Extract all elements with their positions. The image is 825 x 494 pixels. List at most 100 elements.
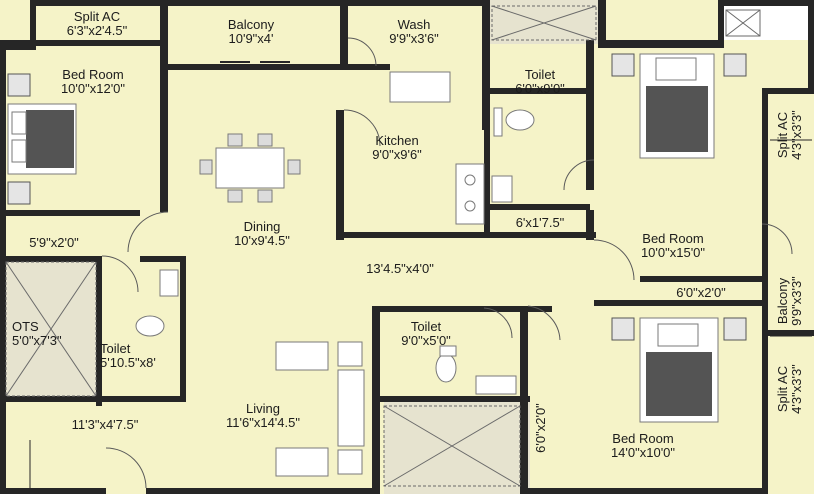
wall-balcony-right [340,0,348,70]
room-dimension: 9'9"x3'3" [789,276,804,326]
room-dimension: 5'10.5"x8' [100,355,156,370]
wall-ots-right [96,256,102,406]
living-sofas [275,341,365,477]
room-name: Toilet [410,319,442,334]
room-dimension: 13'4.5"x4'0" [366,261,434,276]
label-split-ac-right2: Split AC 4'3"x3'3" [775,344,806,434]
wall-toilet-mid-top [372,306,552,312]
room-name: Balcony [227,17,275,32]
kitchen-counter [389,71,513,225]
duct-top [488,0,598,44]
bed-right-bottom [611,317,747,423]
wall-bed-top [598,40,722,48]
wall-ledge-right-top [640,276,764,282]
room-dimension: 6'x1'7.5" [515,215,565,230]
wall-bed-bottom-top [594,300,764,306]
wall-toilet-left-top [140,256,186,262]
wall-passage-top [490,204,590,210]
wall-balcony-door [762,196,768,224]
room-name: Toilet [524,67,556,82]
label-dining: Dining 10'x9'4.5" [212,220,312,248]
label-bed-right-bottom: Bed Room 14'0"x10'0" [588,432,698,460]
room-dimension: 5'0"x7'3" [12,333,62,348]
room-dimension: 9'0"x5'0" [401,333,451,348]
room-name: Split AC [775,365,790,413]
room-dimension: 6'0"x2'0" [533,403,548,453]
window-lines [0,89,812,490]
room-name: Living [246,401,280,416]
wall-outer-bottom-left [6,488,106,494]
label-split-ac-top: Split AC 6'3"x2'4.5" [42,10,152,38]
wall-top-left-stub [30,0,36,48]
wall-right-main [762,88,768,494]
label-ledge-vertical: 6'0"x2'0" [533,388,550,468]
wall-ots-top [0,256,100,262]
label-bed-right-top: Bed Room 10'0"x15'0" [618,232,728,260]
wall-top-right [718,0,814,6]
room-dimension: 9'9"x3'6" [389,31,439,46]
room-dimension: 10'x9'4.5" [234,233,290,248]
outside-right [814,0,825,494]
bed-right-top [611,53,747,159]
wall-top-left [0,44,36,50]
wall-wash-bottom-left [340,64,390,70]
room-name: Toilet [100,341,131,356]
room-name: Bed Room [612,431,674,446]
wall-toilet-mid-left [372,306,380,494]
room-dimension: 10'0"x12'0" [60,81,126,96]
duct-marks [5,5,761,487]
door-swings [101,37,793,489]
wall-bed-left-bottom [0,210,140,216]
wall-wash-right [482,0,490,130]
room-name: Wash [397,17,431,32]
bed-left [7,73,77,205]
room-dimension: 11'3"x4'7.5" [71,417,139,432]
wall-balcony-left [160,0,168,64]
label-kitchen: Kitchen 9'0"x9'6" [352,134,442,162]
room-name: Dining [243,219,281,234]
wall-outer-bottom-mid [146,488,376,494]
room-dimension: 4'3"x3'3" [789,364,804,414]
wall-toilet-top [490,88,590,94]
duct-bottom [384,400,530,494]
room-dimension: 9'0"x9'6" [372,147,422,162]
wall-balcony-right-bottom [762,330,814,336]
label-ledge-left: 5'9"x2'0" [8,236,100,250]
label-balcony-top: Balcony 10'9"x4' [196,18,306,46]
label-wash: Wash 9'9"x3'6" [368,18,460,46]
wall-kitchen-left [336,110,344,240]
room-name: Bed Room [642,231,704,246]
wall-kitchen-bottom [336,232,596,238]
wall-ots-bottom [0,396,186,402]
ots-shaft [0,262,96,398]
wall-toilet-left-right [180,256,186,402]
wall-top-right-stub [718,0,724,48]
label-ledge-right: 6'0"x2'0" [656,286,746,300]
room-name: Kitchen [375,133,419,148]
room-dimension: 14'0"x10'0" [610,445,676,460]
toilet-fixtures [135,107,535,395]
wall-passage-right [586,210,594,240]
label-toilet-top: Toilet 6'0"x9'0" [500,68,580,96]
room-dimension: 4'3"x3'3" [789,110,804,160]
wall-toilet-mid-bottom [380,396,530,402]
wall-bed-left-top [0,40,168,46]
wall-outer-bottom-right [520,488,768,494]
label-balcony-right: Balcony 9'9"x3'3" [775,256,806,346]
wall-outer-top [30,0,484,6]
label-foyer: 11'3"x4'7.5" [50,418,160,432]
label-ots: OTS 5'0"x7'3" [12,320,96,348]
room-dimension: 6'3"x2'4.5" [66,23,128,38]
wall-toilet-right [586,40,594,190]
room-name: OTS [12,319,39,334]
dining-table [199,133,301,203]
label-living: Living 11'6"x14'4.5" [198,402,328,430]
label-toilet-left: Toilet 5'10.5"x8' [100,342,182,370]
room-name: Split AC [73,9,121,24]
label-bed-left: Bed Room 10'0"x12'0" [38,68,148,96]
room-dimension: 10'0"x15'0" [640,245,706,260]
wall-outer-left [0,40,6,494]
wall-duct-right [598,0,606,48]
